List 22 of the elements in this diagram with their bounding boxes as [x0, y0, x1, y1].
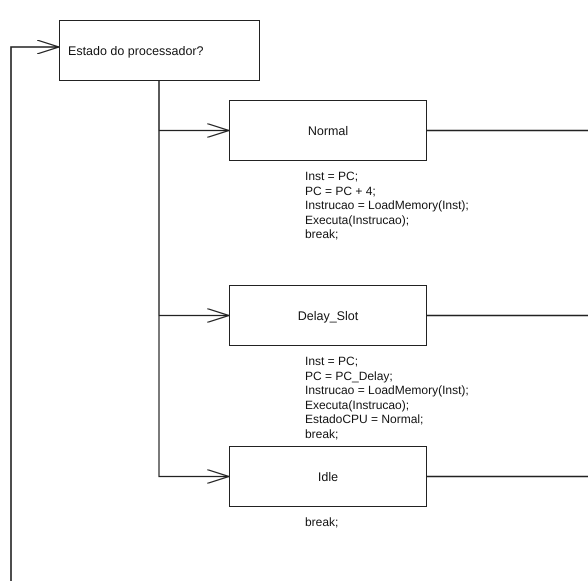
process-box [229, 285, 427, 346]
process-box [229, 446, 427, 507]
code-line: Executa(Instrucao); [305, 398, 410, 412]
box-label: Normal [308, 124, 348, 138]
connector-arrow [158, 81, 230, 484]
code-line: break; [305, 515, 338, 530]
code-line: Inst = PC; [305, 354, 358, 368]
code-line: Inst = PC; [305, 169, 358, 184]
code-line: EstadoCPU = Normal; [305, 412, 424, 426]
box-label: Estado do processador? [68, 44, 204, 58]
connector-arrow [10, 39, 60, 581]
box-label: Delay_Slot [298, 308, 358, 322]
process-box [229, 100, 427, 161]
code-line: break; [305, 426, 338, 441]
code-line: Instrucao = LoadMemory(Inst); [305, 198, 469, 212]
code-line: break; [305, 227, 338, 242]
code-line: PC = PC_Delay; [305, 368, 393, 383]
code-line: Instrucao = LoadMemory(Inst); [305, 383, 469, 398]
code-line: Executa(Instrucao); [305, 212, 410, 227]
process-box [59, 20, 260, 81]
code-line: PC = PC + 4; [305, 184, 376, 198]
box-label: Idle [318, 470, 338, 484]
